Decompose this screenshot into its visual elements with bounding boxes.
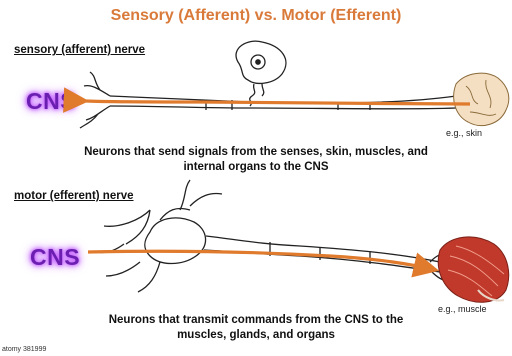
muscle-icon [438, 237, 508, 302]
sensory-neuron [80, 41, 456, 128]
sensory-signal-arrow [86, 101, 470, 104]
skin-receptor-icon [454, 73, 509, 125]
motor-neuron [96, 180, 450, 292]
